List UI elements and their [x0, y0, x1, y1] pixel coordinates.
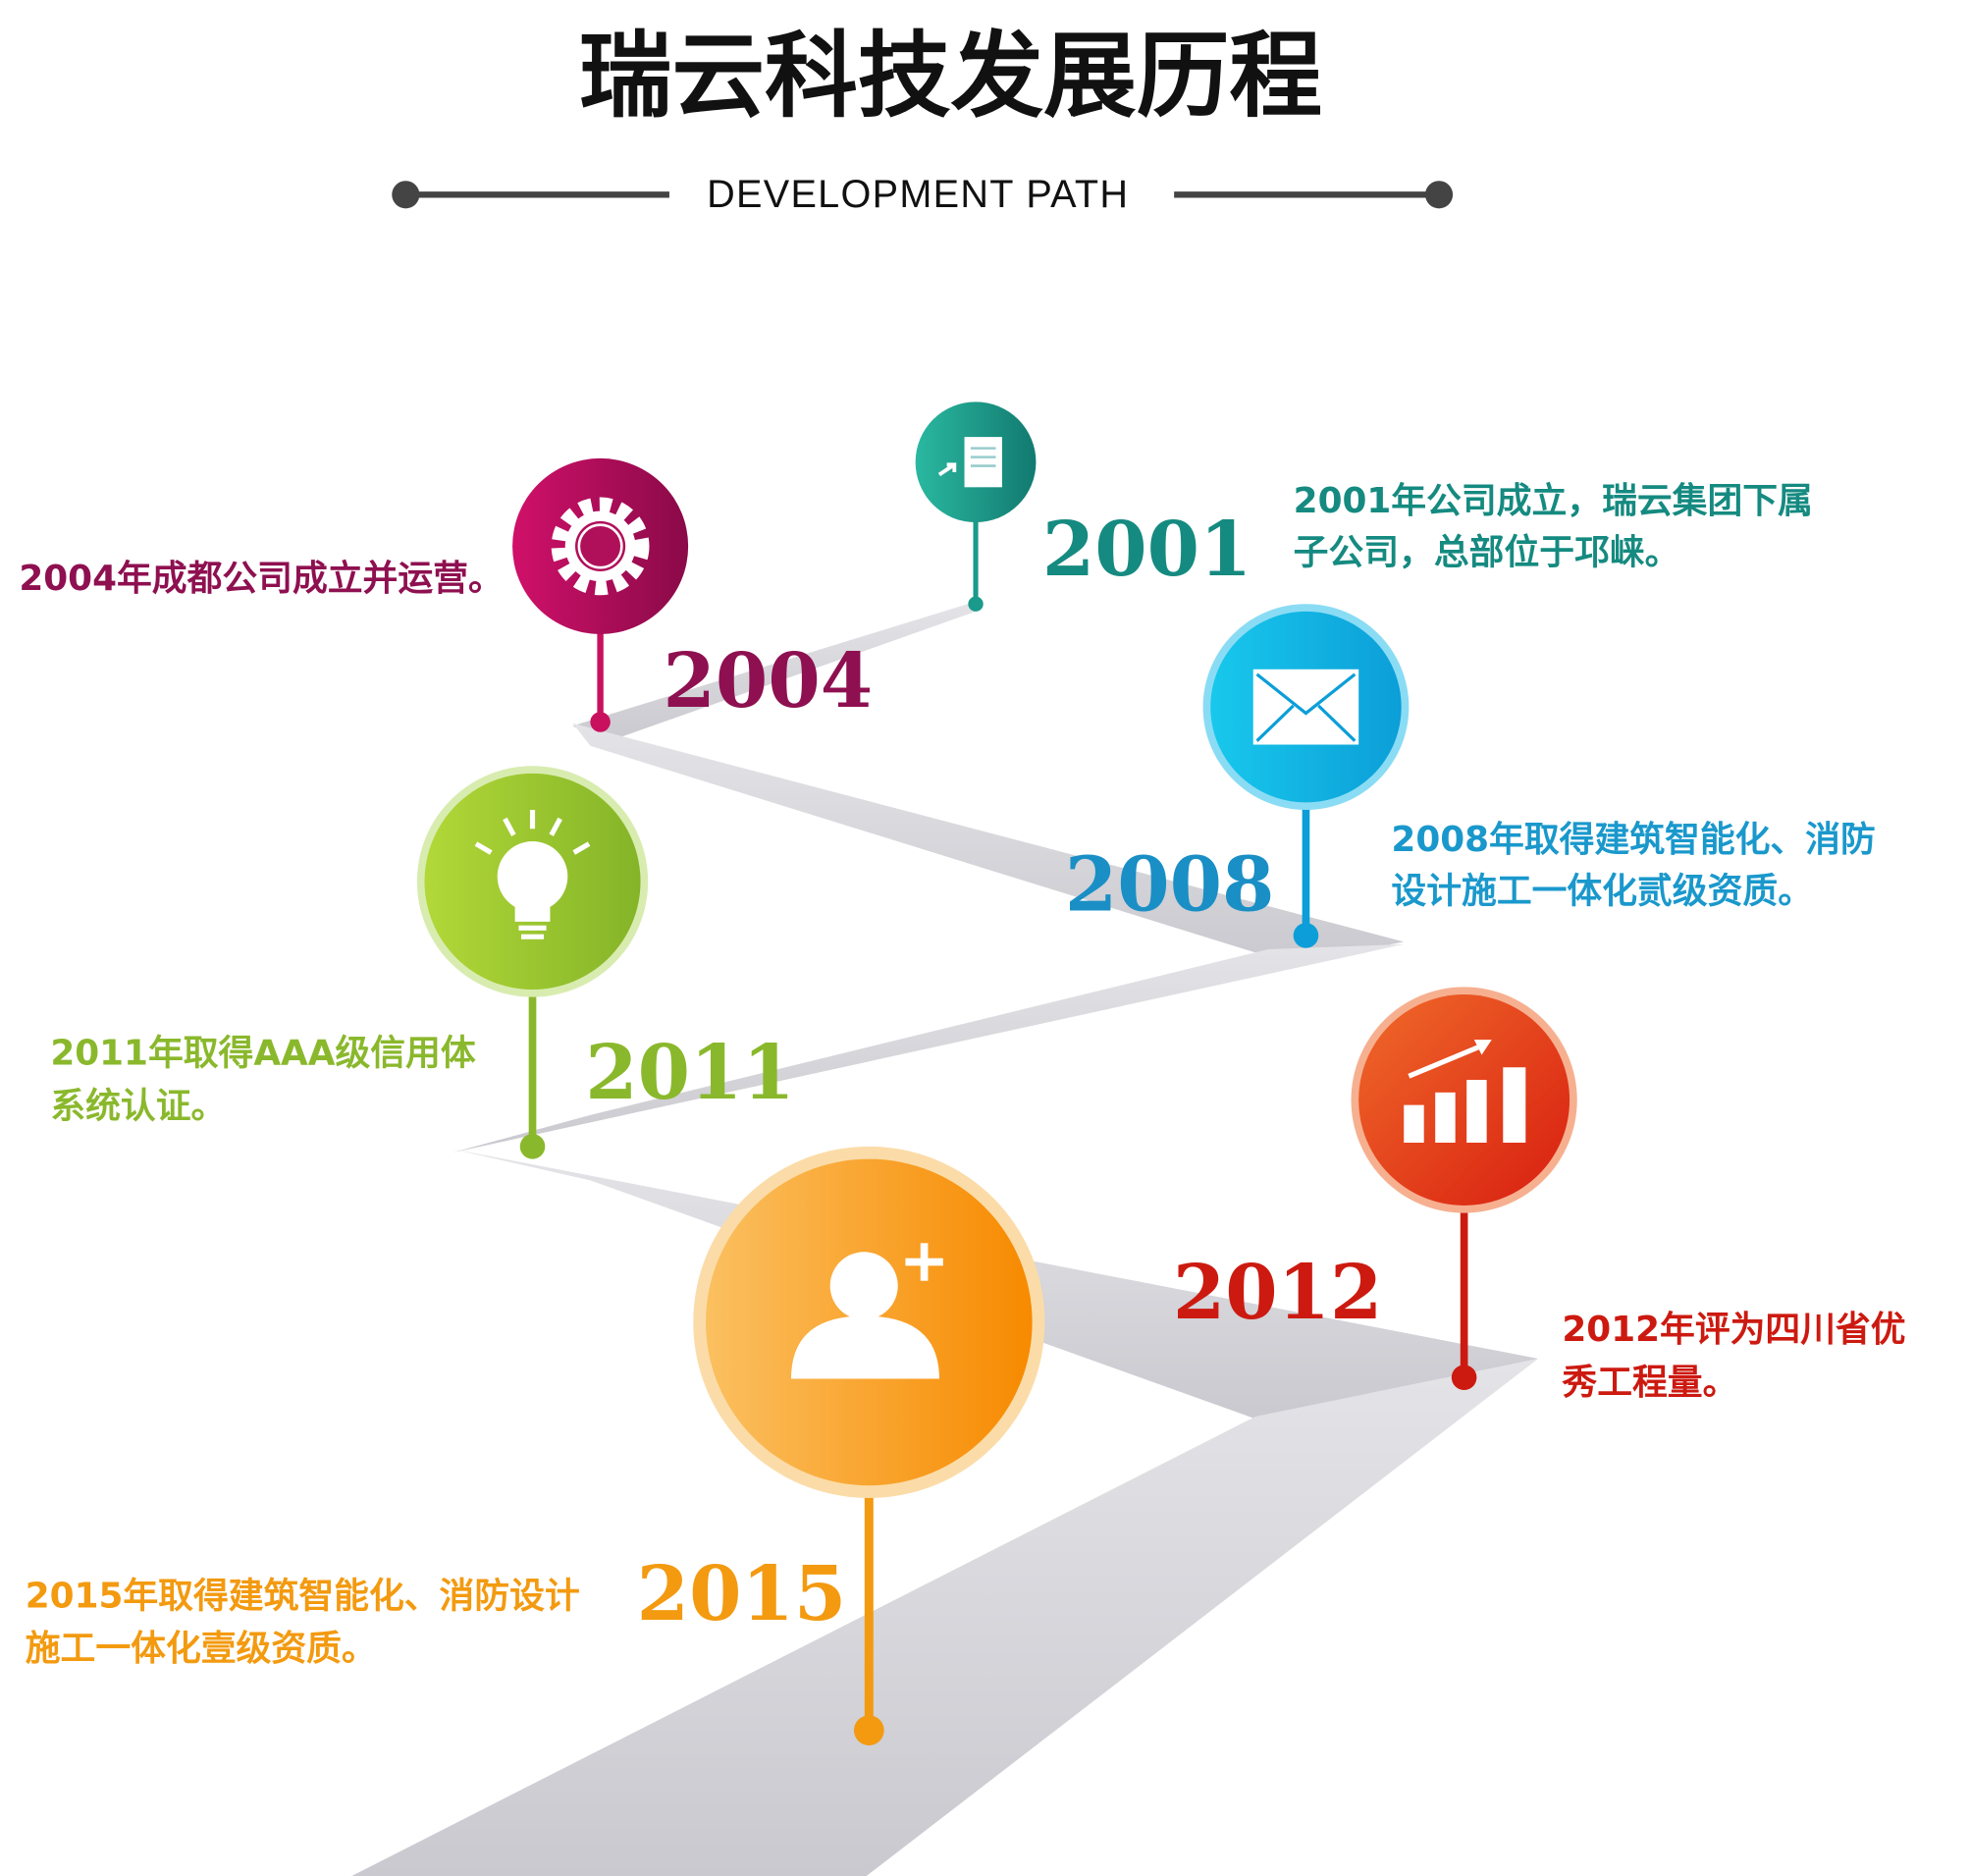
- milestone-2008: 2008 2008年取得建筑智能化、消防 设计施工一体化贰级资质。: [1065, 604, 1876, 948]
- year-label: 2004: [664, 637, 874, 725]
- year-label: 2012: [1173, 1249, 1383, 1337]
- page-subtitle: DEVELOPMENT PATH: [707, 173, 1129, 216]
- year-label: 2001: [1042, 506, 1252, 594]
- milestone-2004: 2004 2004年成都公司成立并运营。: [19, 457, 874, 732]
- milestone-description: 2001年公司成立，瑞云集团下属: [1294, 481, 1813, 521]
- page-title: 瑞云科技发展历程: [579, 23, 1322, 131]
- subtitle-divider: [392, 181, 1454, 209]
- bar-chart-icon: [1404, 1040, 1526, 1143]
- milestone-description: 2004年成都公司成立并运营。: [19, 559, 503, 599]
- year-label: 2015: [637, 1550, 847, 1638]
- milestone-description: 设计施工一体化贰级资质。: [1391, 872, 1813, 912]
- milestone-description: 2012年评为四川省优: [1562, 1310, 1905, 1350]
- milestone-description: 秀工程量。: [1561, 1363, 1737, 1403]
- milestone-description: 2015年取得建筑智能化、消防设计: [26, 1576, 580, 1616]
- add-user-icon: [791, 1243, 943, 1379]
- envelope-icon: [1252, 669, 1359, 745]
- milestone-2001: 2001 2001年公司成立，瑞云集团下属 子公司，总部位于邛崃。: [915, 402, 1813, 612]
- milestone-2012: 2012 2012年评为四川省优 秀工程量。: [1173, 987, 1906, 1403]
- lightbulb-icon: [474, 810, 591, 939]
- document-icon: [937, 437, 1002, 488]
- milestone-description: 系统认证。: [50, 1086, 226, 1126]
- milestone-description: 2008年取得建筑智能化、消防: [1391, 820, 1875, 860]
- year-label: 2011: [585, 1029, 795, 1117]
- year-label: 2008: [1065, 840, 1275, 929]
- milestone-2015: 2015 2015年取得建筑智能化、消防设计 施工一体化壹级资质。: [26, 1146, 1045, 1745]
- milestone-description: 施工一体化壹级资质。: [26, 1629, 377, 1669]
- milestone-2011: 2011 2011年取得AAA级信用体 系统认证。: [50, 766, 795, 1159]
- milestone-description: 2011年取得AAA级信用体: [50, 1034, 476, 1074]
- gear-icon: [551, 497, 650, 596]
- milestone-description: 子公司，总部位于邛崃。: [1294, 532, 1680, 572]
